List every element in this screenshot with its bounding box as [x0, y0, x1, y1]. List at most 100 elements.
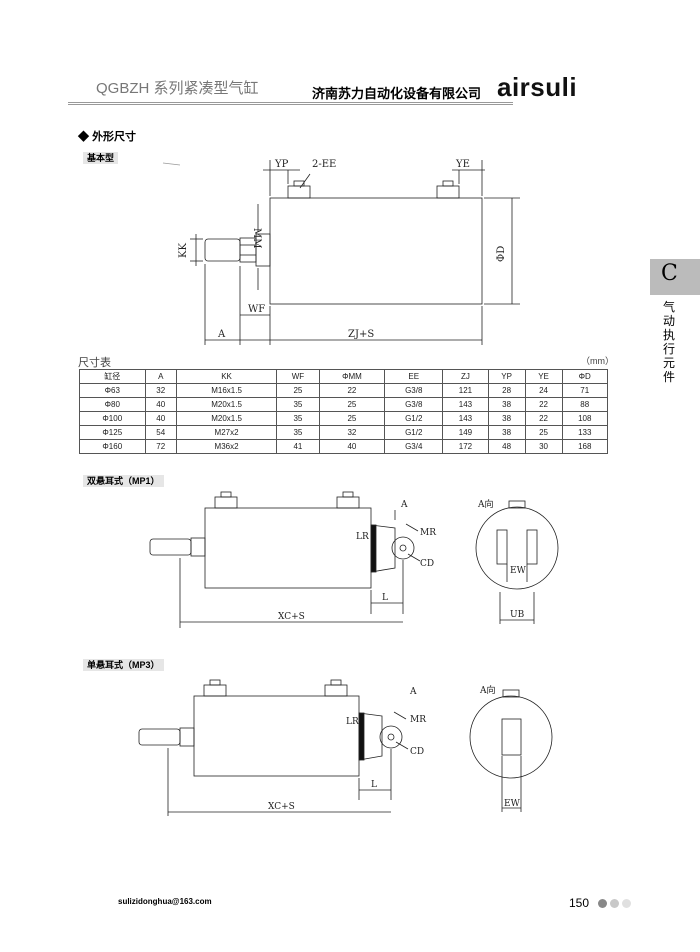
label-a: A: [217, 329, 226, 340]
table-cell: 25: [318, 411, 386, 426]
mp1-drawing: [149, 491, 559, 628]
table-cell: 35: [276, 397, 320, 412]
label-zj: ZJ+S: [348, 329, 374, 340]
mp1-label-lr: LR: [356, 532, 369, 542]
table-cell: 40: [144, 397, 177, 412]
table-cell: 121: [442, 383, 489, 398]
table-cell: M27x2: [175, 425, 278, 440]
table-cell: 143: [442, 411, 489, 426]
series-title: QGBZH 系列紧凑型气缸: [96, 80, 259, 97]
table-cell: 32: [144, 383, 177, 398]
page-number: 150: [569, 896, 590, 910]
table-cell: G3/8: [384, 397, 444, 412]
table-cell: Φ125: [79, 425, 146, 440]
mp3-rod: [138, 728, 181, 746]
table-cell: 25: [276, 383, 320, 398]
table-cell: 30: [524, 439, 563, 454]
table-cell: Φ100: [79, 411, 146, 426]
table-cell: 54: [144, 425, 177, 440]
label-d: ΦD: [496, 246, 507, 262]
table-header-cell: YP: [487, 369, 526, 384]
table-cell: M20x1.5: [175, 397, 278, 412]
table-cell: 38: [487, 411, 526, 426]
mp1-label-a: A: [400, 500, 408, 510]
side-tab: [650, 259, 700, 295]
mp1-label-xc: XC+S: [278, 612, 305, 622]
tag-mp3: 单悬耳式（MP3）: [83, 659, 164, 671]
basic-body: [269, 197, 483, 305]
table-cell: G3/8: [384, 383, 444, 398]
label-kk: KK: [178, 243, 189, 258]
mp1-end-view: [475, 506, 559, 590]
table-header-cell: ΦMM: [318, 369, 386, 384]
mp1-label-l: L: [382, 593, 388, 603]
table-cell: 38: [487, 397, 526, 412]
mp3-label-view: A向: [479, 684, 496, 696]
header-rule: [68, 102, 513, 103]
table-cell: M16x1.5: [175, 383, 278, 398]
page-dot-2: [610, 899, 619, 908]
table-cell: 71: [561, 383, 609, 398]
table-cell: 41: [276, 439, 320, 454]
table-cell: 22: [524, 397, 563, 412]
basic-port-right: [436, 185, 460, 199]
tag-basic: 基本型: [83, 152, 119, 164]
table-cell: 172: [442, 439, 489, 454]
mp3-label-mr: MR: [410, 715, 426, 725]
basic-drawing: [162, 160, 520, 345]
section-title: ◆ 外形尺寸: [78, 128, 136, 144]
table-cell: 48: [487, 439, 526, 454]
company-name: 济南苏力自动化设备有限公司: [312, 86, 482, 101]
table-header-cell: YE: [524, 369, 563, 384]
section-title-text: 外形尺寸: [92, 131, 137, 143]
table-cell: 22: [318, 383, 386, 398]
table-cell: 108: [561, 411, 609, 426]
header-rule-2: [68, 104, 513, 105]
table-header-cell: 缸径: [79, 369, 146, 384]
label-ee: 2-EE: [312, 159, 336, 170]
table-cell: 133: [561, 425, 609, 440]
table-header-cell: WF: [276, 369, 320, 384]
page-dot-3: [622, 899, 631, 908]
table-cell: 38: [487, 425, 526, 440]
mp1-label-cd: CD: [420, 559, 434, 569]
table-cell: G3/4: [384, 439, 444, 454]
table-unit: （mm）: [581, 356, 614, 366]
table-cell: 22: [524, 411, 563, 426]
footer-email: sulizidonghua@163.com: [118, 897, 212, 906]
table-cell: G1/2: [384, 425, 444, 440]
table-cell: 168: [561, 439, 609, 454]
mp1-label-mr: MR: [420, 528, 436, 538]
table-cell: 25: [318, 397, 386, 412]
label-wf: WF: [248, 304, 265, 315]
diamond-bullet-icon: ◆: [78, 131, 89, 143]
mp3-label-ew: EW: [504, 799, 521, 809]
table-title: 尺寸表: [78, 357, 111, 369]
table-header-cell: A: [144, 369, 177, 384]
mp3-drawing: [138, 679, 553, 816]
table-cell: 25: [524, 425, 563, 440]
side-tab-letter: C: [661, 261, 678, 286]
table-cell: 32: [318, 425, 386, 440]
table-cell: 143: [442, 397, 489, 412]
table-cell: M36x2: [175, 439, 278, 454]
table-cell: Φ80: [79, 397, 146, 412]
tag-mp1: 双悬耳式（MP1）: [83, 475, 164, 487]
table-header-cell: ΦD: [561, 369, 609, 384]
mp3-label-lr: LR: [346, 717, 359, 727]
mp3-label-a: A: [409, 687, 417, 697]
mp1-label-ub: UB: [510, 610, 525, 620]
table-cell: 40: [318, 439, 386, 454]
table-cell: 35: [276, 411, 320, 426]
label-yp: YP: [274, 159, 289, 170]
table-cell: Φ63: [79, 383, 146, 398]
label-ye: YE: [455, 159, 470, 170]
table-cell: M20x1.5: [175, 411, 278, 426]
mp1-label-view: A向: [477, 498, 494, 510]
